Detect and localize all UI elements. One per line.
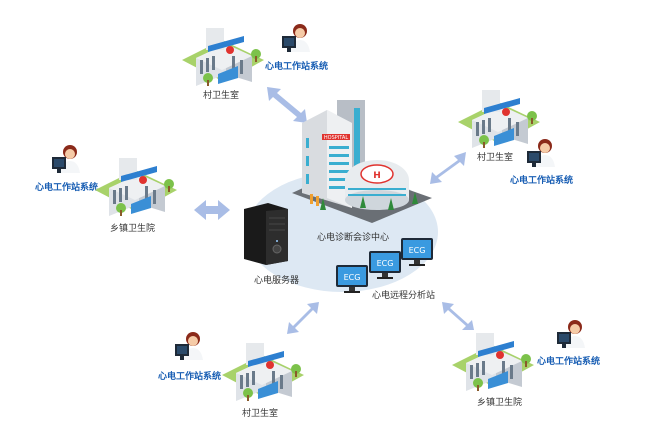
workstation-label: 心电工作站系统 [158,372,222,382]
facility-label: 乡镇卫生院 [477,398,523,408]
workstation-label: 心电工作站系统 [265,62,329,72]
doctor-at-computer-icon [557,320,585,348]
central-hospital-icon: HOSPITAL H [292,100,432,223]
doctor-at-computer-icon [282,24,310,52]
facility-label: 村卫生室 [203,91,240,101]
analysis-station-label: 心电远程分析站 [372,291,436,301]
workstation-label: 心电工作站系统 [537,357,601,367]
facility-label: 村卫生室 [477,153,514,163]
doctor-at-computer-icon [527,139,555,167]
hospital-building-icon [452,333,534,391]
hub-label: 心电诊断会诊中心 [317,233,390,243]
hospital-building-icon [222,343,304,401]
arrow-icon [194,200,230,220]
workstation-label: 心电工作站系统 [35,183,99,193]
facility-label: 村卫生室 [242,409,279,419]
server-tower-icon [244,203,288,265]
arrow-icon [442,302,474,330]
monitor-text: ECG [344,273,361,282]
hospital-building-icon [95,158,177,216]
ecg-monitor-icon: ECG [369,251,401,279]
facility-label: 乡镇卫生院 [110,224,156,234]
arrow-icon [430,152,466,184]
hospital-building-icon [182,28,264,86]
doctor-at-computer-icon [175,332,203,360]
monitor-text: ECG [409,246,426,255]
ecg-monitor-icon: ECG [401,238,433,266]
arrow-icon [287,302,319,334]
monitor-text: ECG [377,259,394,268]
arrow-icon [267,87,307,123]
svg-text:H: H [373,171,381,181]
server-label: 心电服务器 [254,276,300,286]
doctor-at-computer-icon [52,145,80,173]
ecg-monitor-icon: ECG [336,265,368,293]
hospital-sign: HOSPITAL [324,135,348,141]
workstation-label: 心电工作站系统 [510,176,574,186]
